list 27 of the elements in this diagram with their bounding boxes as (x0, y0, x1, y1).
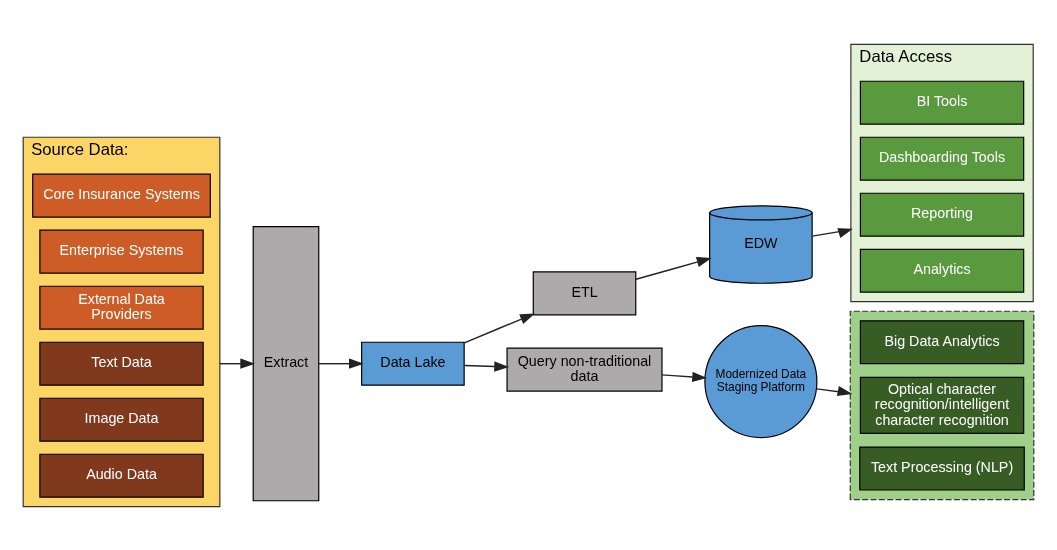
node-box: Text Processing (NLP) (859, 446, 1025, 491)
node-box: BI Tools (859, 80, 1025, 125)
cluster (849, 310, 1035, 500)
node-box: Optical character recognition/intelligent character recognition (859, 376, 1025, 434)
node-box: Analytics (859, 248, 1025, 293)
node-box: Core Insurance Systems (32, 173, 211, 218)
node-circle: Modernized Data Staging Platform (704, 324, 818, 438)
arrow (318, 358, 364, 369)
node-box: Query non-traditional data (506, 347, 663, 392)
node-box: ETL (532, 270, 637, 315)
arrow (635, 256, 712, 280)
node-box: Reporting (859, 192, 1025, 237)
arrow (463, 313, 535, 343)
arrow (661, 371, 708, 382)
node-box: Extract (252, 225, 320, 501)
node-box: Text Data (39, 341, 204, 386)
node-box: External Data Providers (39, 285, 204, 330)
arrow (815, 385, 853, 396)
node-box: Data Lake (361, 341, 465, 386)
node-box: Enterprise Systems (39, 229, 204, 274)
arrow (219, 358, 256, 369)
node-box: Image Data (39, 397, 204, 442)
node-box: Dashboarding Tools (859, 136, 1025, 181)
node-box: Big Data Analytics (859, 319, 1025, 364)
arrow (463, 360, 510, 372)
node-box: Audio Data (39, 453, 204, 498)
arrow (811, 227, 853, 238)
